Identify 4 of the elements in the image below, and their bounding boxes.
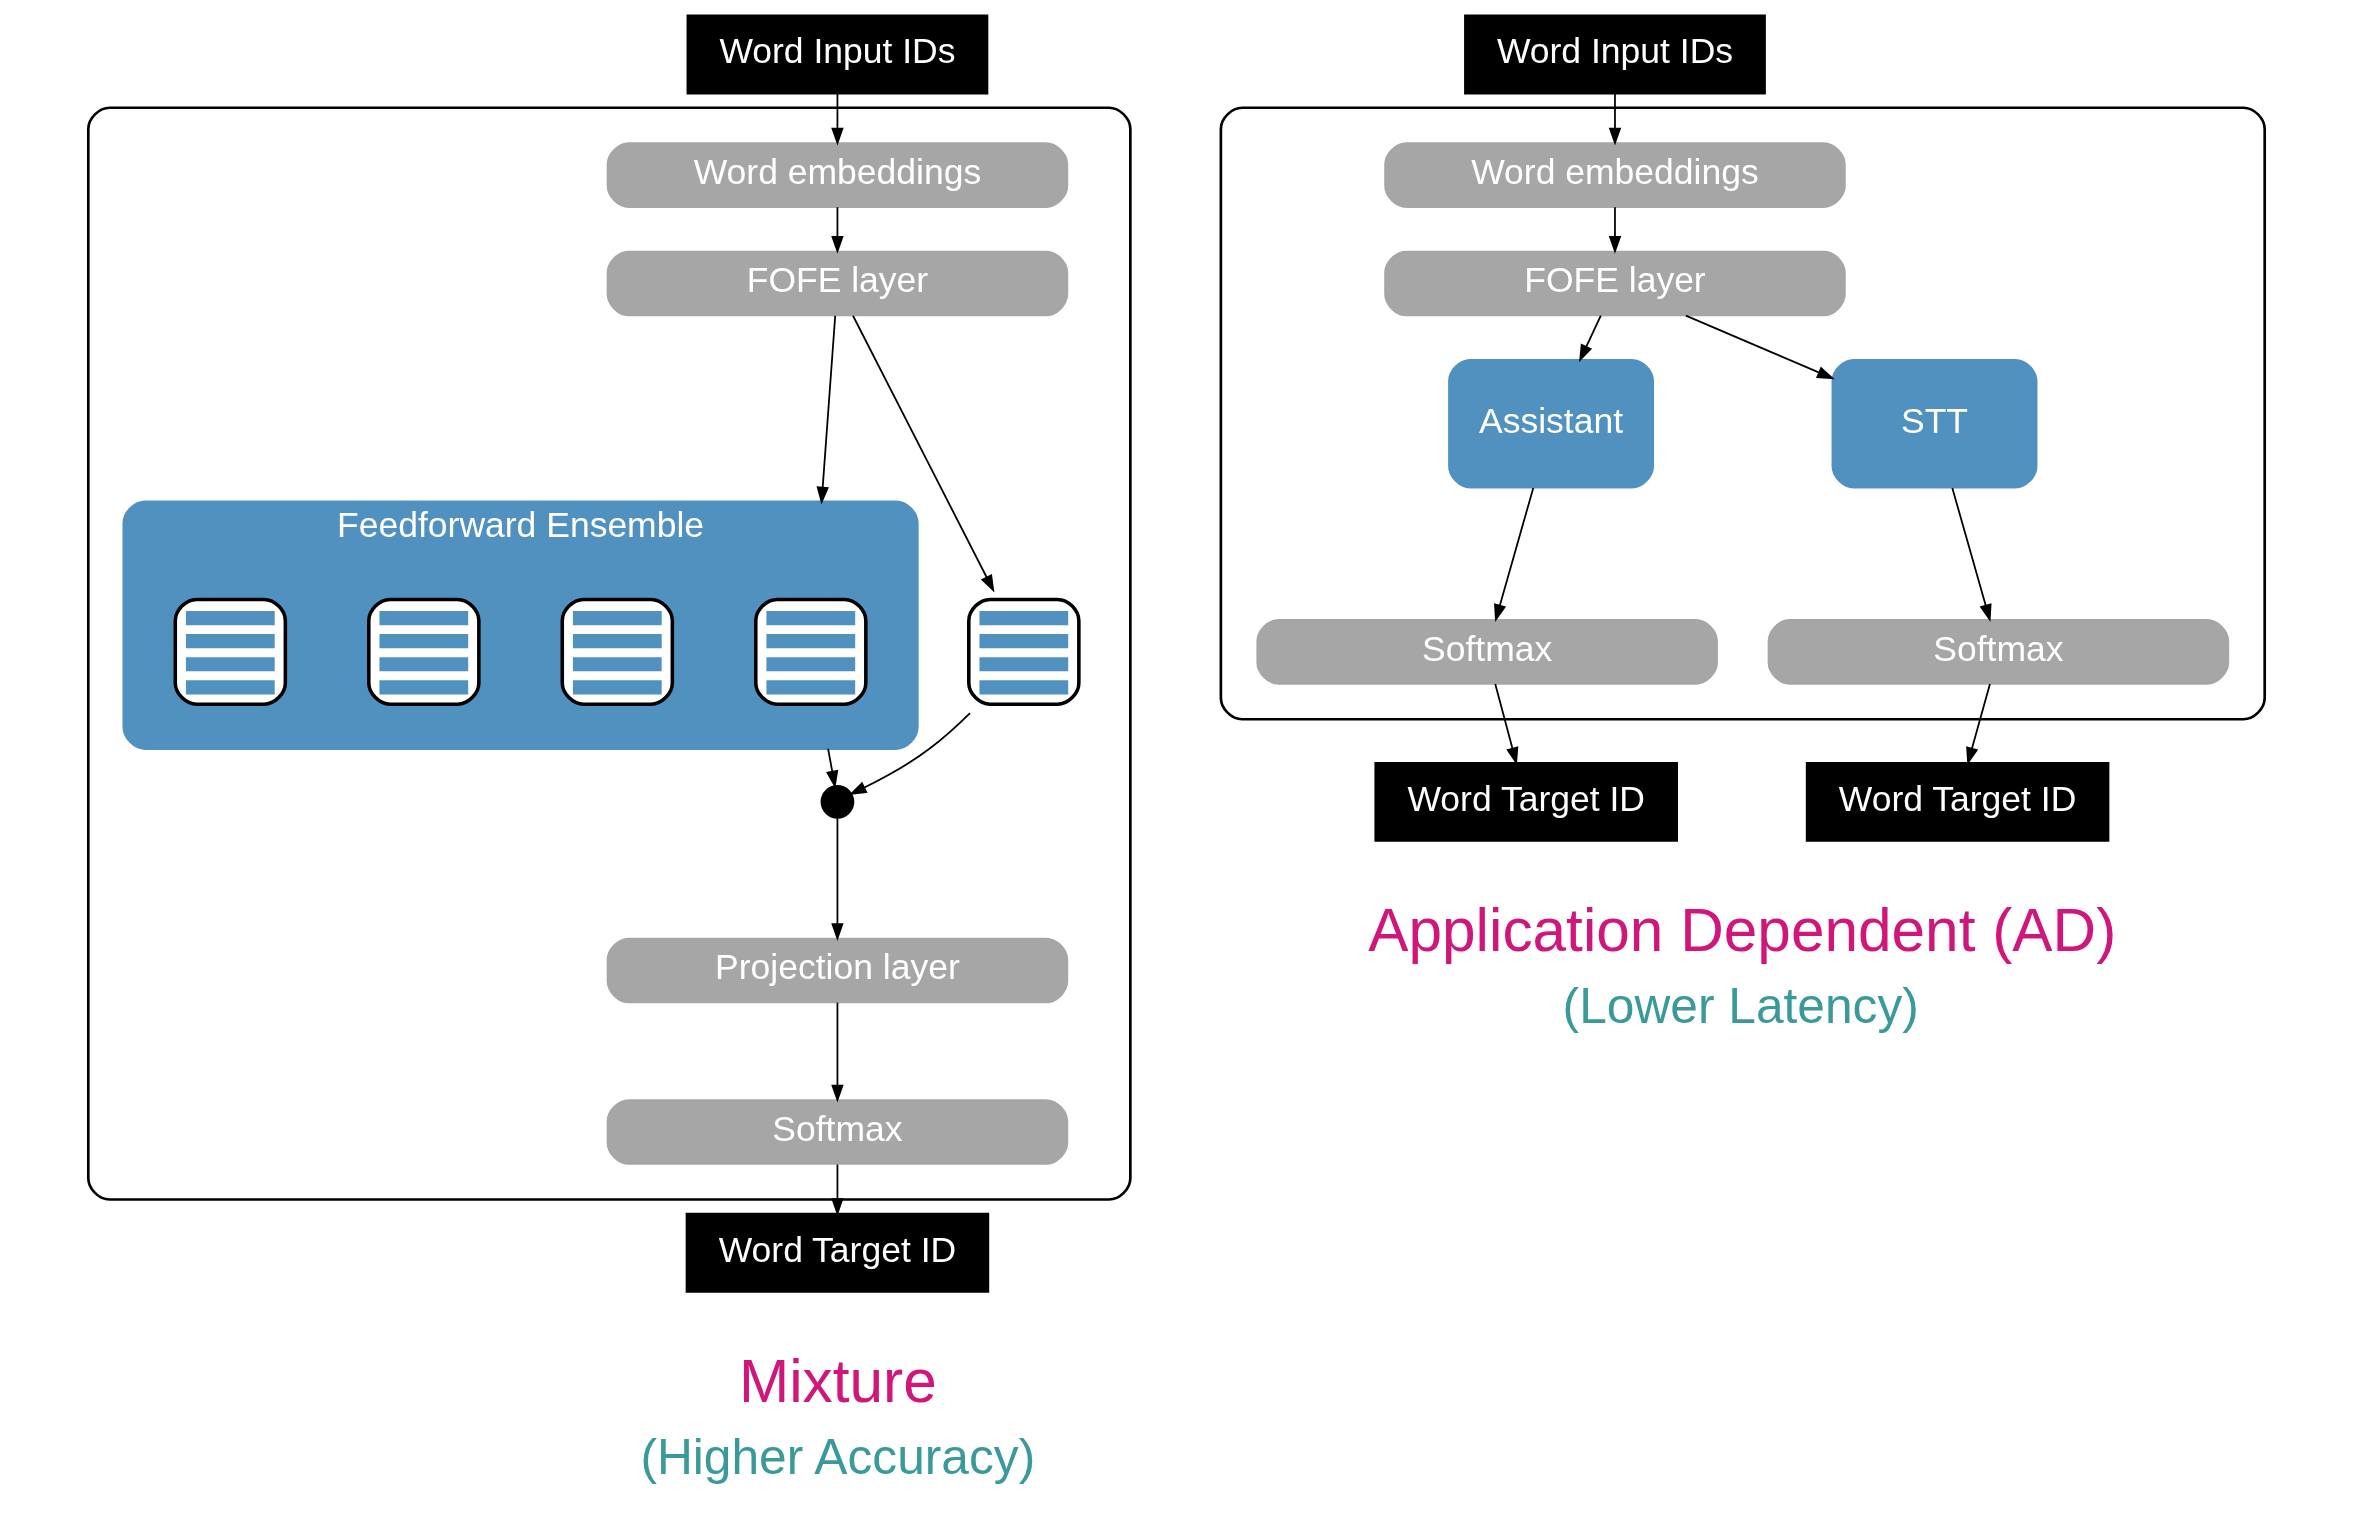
label: (Higher Accuracy) (640, 1428, 1036, 1485)
label: Mixture (738, 1347, 937, 1416)
label: (Lower Latency) (1562, 977, 1919, 1034)
label: Application Dependent (AD) (1368, 896, 2117, 965)
